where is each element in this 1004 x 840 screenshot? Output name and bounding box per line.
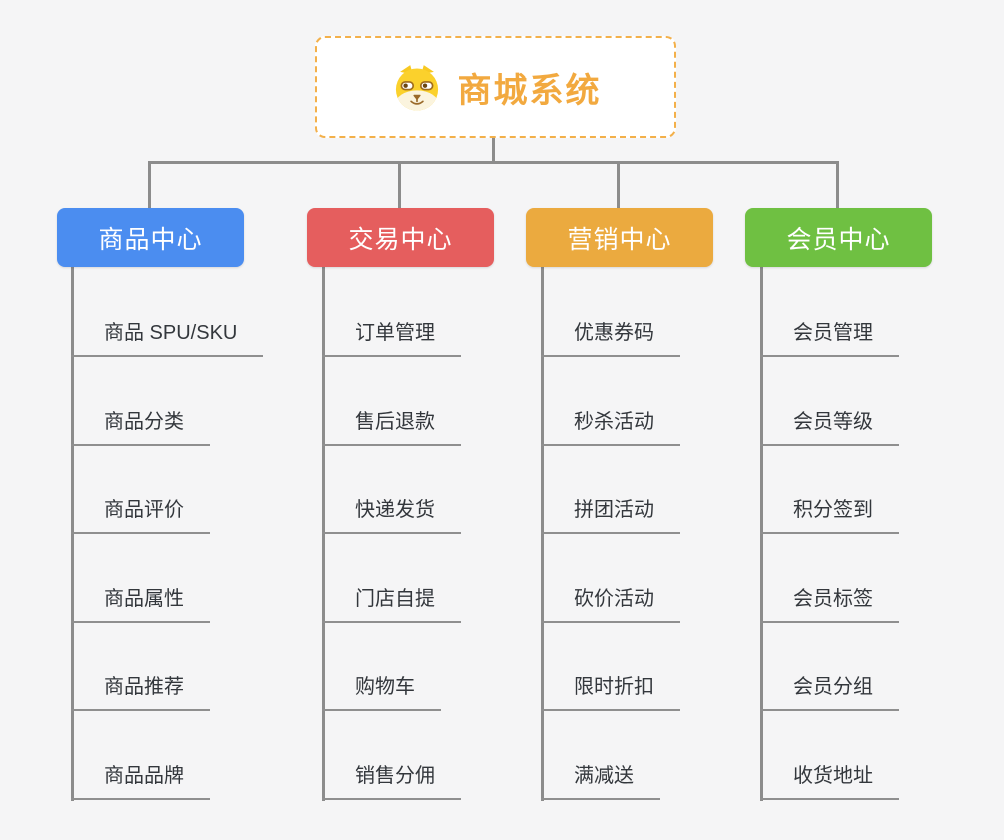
dog-face-icon [395,65,438,111]
connector-root-stem [492,138,495,163]
leaf-node[interactable]: 商品品牌 [71,764,210,800]
branch-node-trade-center[interactable]: 交易中心 [307,208,494,267]
branch-label: 会员中心 [786,225,891,254]
leaf-node[interactable]: 商品 SPU/SKU [71,321,264,357]
leaf-node[interactable]: 商品分类 [71,410,210,446]
branch-node-marketing-center[interactable]: 营销中心 [526,208,713,267]
connector-drop-branch-3 [617,161,620,208]
leaf-node[interactable]: 积分签到 [760,498,899,534]
connector-drop-branch-1 [148,161,151,208]
leaf-node[interactable]: 门店自提 [322,587,461,623]
root-node[interactable]: 商城系统 [315,36,676,138]
leaf-node[interactable]: 砍价活动 [541,587,680,623]
branch-label: 商品中心 [98,225,203,254]
leaf-node[interactable]: 商品属性 [71,587,210,623]
leaf-node[interactable]: 商品评价 [71,498,210,534]
leaf-node[interactable]: 销售分佣 [322,764,461,800]
leaf-node[interactable]: 限时折扣 [541,675,680,711]
leaf-node[interactable]: 售后退款 [322,410,461,446]
leaf-node[interactable]: 订单管理 [322,321,461,357]
root-title: 商城系统 [457,71,602,110]
leaf-node[interactable]: 拼团活动 [541,498,680,534]
branch-label: 交易中心 [348,225,453,254]
leaf-node[interactable]: 满减送 [541,764,660,800]
branch-label: 营销中心 [567,225,672,254]
leaf-node[interactable]: 优惠券码 [541,321,680,357]
leaf-node[interactable]: 购物车 [322,675,441,711]
branch-node-product-center[interactable]: 商品中心 [57,208,244,267]
connector-crossbar [148,161,839,164]
connector-drop-branch-2 [398,161,401,208]
leaf-node[interactable]: 收货地址 [760,764,899,800]
leaf-node[interactable]: 会员分组 [760,675,899,711]
leaf-node[interactable]: 快递发货 [322,498,461,534]
leaf-node[interactable]: 会员等级 [760,410,899,446]
leaf-node[interactable]: 会员标签 [760,587,899,623]
leaf-node[interactable]: 会员管理 [760,321,899,357]
leaf-node[interactable]: 商品推荐 [71,675,210,711]
leaf-node[interactable]: 秒杀活动 [541,410,680,446]
branch-node-member-center[interactable]: 会员中心 [745,208,932,267]
connector-drop-branch-4 [836,161,839,208]
